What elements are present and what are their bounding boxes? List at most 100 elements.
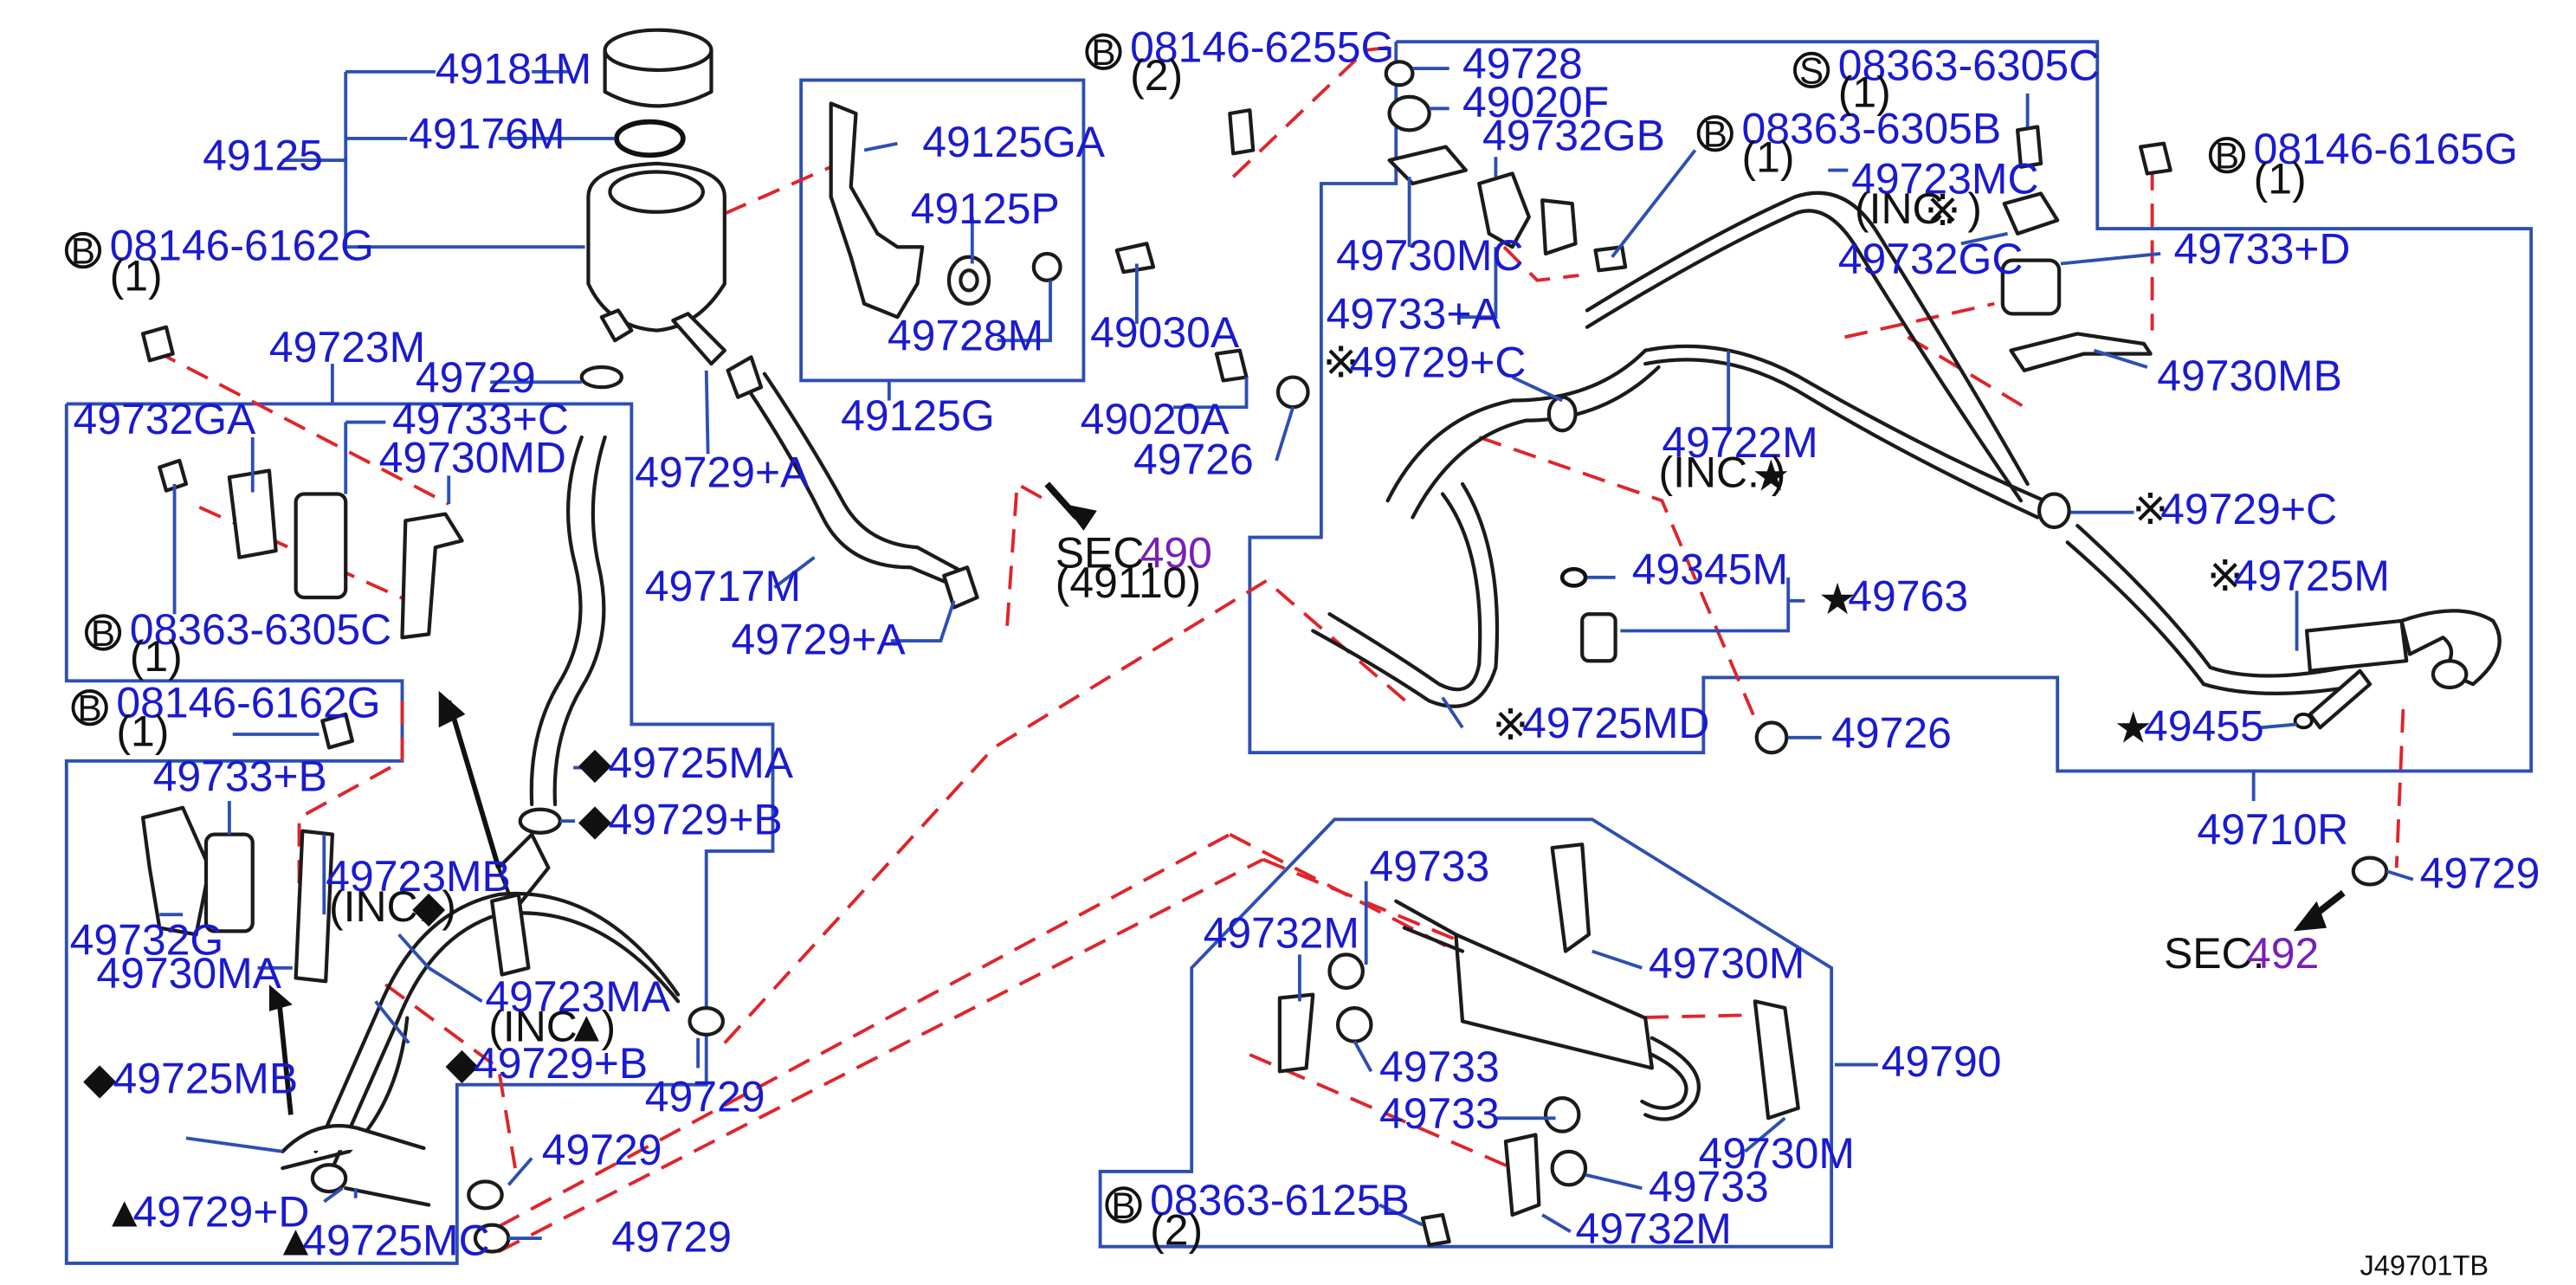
badges: B B B B B S B B	[64, 32, 2246, 1226]
label-49725MC: 49725MC	[302, 1216, 489, 1264]
bushing-49733-b	[1335, 1005, 1373, 1043]
hose-49725M	[2304, 618, 2409, 673]
symbol-diamond-49725MB: ◆	[83, 1054, 117, 1102]
label-49723MC: 49723MC	[1851, 154, 2038, 203]
qty-a: (1)	[110, 251, 163, 300]
pipe-49723MC	[1585, 190, 2030, 487]
label-49732GC: 49732GC	[1838, 235, 2024, 283]
label-49733D: 49733+D	[2174, 224, 2351, 273]
label-08146-6165G: 08146-6165G	[2254, 125, 2518, 173]
label-49723M: 49723M	[269, 323, 425, 371]
label-49733A: 49733+A	[1327, 290, 1501, 339]
symbol-diamond-49729B-a: ◆	[445, 1039, 479, 1088]
label-49732GA: 49732GA	[73, 395, 255, 443]
insulator-49733D	[2000, 258, 2062, 316]
label-49729D: 49729+D	[133, 1187, 310, 1236]
label-49733B: 49733+B	[153, 752, 327, 800]
label-49730M-b: 49730M	[1699, 1129, 1855, 1178]
clip-49732GB	[1477, 171, 1531, 249]
bracket-49125GA	[829, 101, 1156, 320]
inc-star: (INC. )	[1659, 449, 1786, 497]
label-49733-a: 49733	[1370, 843, 1490, 891]
label-49733C: 49733+C	[392, 395, 569, 443]
label-08363-6305C: 08363-6305C	[130, 605, 391, 654]
hose-49725MA	[529, 435, 584, 807]
grommet-49728M	[1031, 251, 1062, 282]
label-49717M: 49717M	[645, 562, 801, 610]
o-ring-49345M	[1559, 566, 1588, 588]
label-49733-b: 49733	[1379, 1043, 1500, 1091]
symbol-diamond-49725MA: ◆	[578, 739, 612, 787]
label-sec-a-sub: (49110)	[1056, 559, 1201, 607]
label-49725MA: 49725MA	[608, 739, 793, 787]
label-49729C-b: 49729+C	[2160, 485, 2337, 533]
label-49730M-a: 49730M	[1649, 939, 1804, 987]
symbol-diamond-inc: ◆	[412, 882, 446, 931]
label-49730MB: 49730MB	[2157, 352, 2342, 400]
clamp-49729-left-1	[467, 1179, 504, 1211]
badge-b-2-text: B	[91, 613, 115, 654]
label-49728M: 49728M	[888, 312, 1043, 360]
bolt-49030A	[1114, 242, 1156, 274]
label-08146-6255G: 08146-6255G	[1130, 23, 1394, 71]
pipe-49722M	[1643, 344, 2046, 503]
label-49725M: 49725M	[2234, 552, 2390, 600]
dashed-links	[153, 45, 2405, 1254]
qty-g: (1)	[2254, 154, 2307, 203]
reservoir-o-ring	[614, 119, 686, 158]
oil-cooler-assembly	[1277, 843, 1800, 1247]
label-49729-e: 49729	[2420, 849, 2540, 897]
label-sec-b-num: 492	[2247, 929, 2319, 978]
bushing-49733-c	[1543, 1096, 1581, 1133]
clip-49732M-a	[1277, 992, 1315, 1074]
symbol-star-inc: ★	[1752, 452, 1791, 500]
label-08146-6162G-b: 08146-6162G	[116, 679, 380, 727]
label-49345M: 49345M	[1632, 545, 1788, 593]
label-49030A: 49030A	[1090, 308, 1240, 357]
symbol-diamond-49729B-b: ◆	[578, 796, 612, 844]
clamp-49729-mid	[688, 1005, 726, 1037]
bushing-49733-d	[1550, 1149, 1588, 1187]
badge-b-3-text: B	[78, 688, 102, 729]
hose-49725MC	[344, 1186, 431, 1207]
bolt-08363-6125B	[1420, 1212, 1451, 1247]
bolt-49020F	[1387, 94, 1431, 132]
label-49733-d: 49733	[1649, 1163, 1769, 1211]
box-hose-49723M	[66, 402, 775, 1009]
label-08363-6305B: 08363-6305B	[1741, 105, 2001, 153]
label-49181M: 49181M	[436, 44, 591, 93]
label-49730MC: 49730MC	[1336, 231, 1523, 280]
badge-b-1-text: B	[71, 230, 95, 271]
badge-s-1	[1792, 51, 1830, 89]
reservoir-assembly	[579, 28, 726, 390]
label-49176M: 49176M	[409, 109, 565, 158]
clamp-49729-D	[310, 1163, 348, 1194]
label-49732GB: 49732GB	[1482, 111, 1665, 159]
label-sec-a: SEC.	[1056, 528, 1156, 577]
label-49729-a: 49729	[416, 353, 536, 402]
bracket-49730MC	[1387, 145, 1468, 186]
box-cooler-49790	[1098, 817, 1834, 1249]
label-49729C-a: 49729+C	[1350, 338, 1527, 386]
badge-b-5	[1696, 114, 1733, 152]
group-boxes	[64, 40, 2534, 1265]
washer-49726-a	[1275, 375, 1310, 410]
inc-kome: (INC. )	[1855, 184, 1982, 233]
clamp-49729-B	[518, 807, 562, 835]
badge-b-3	[71, 688, 108, 726]
label-49726-b: 49726	[1831, 708, 1952, 757]
badge-b-6	[2208, 137, 2246, 174]
clip-49723MC-clamp	[2002, 191, 2060, 236]
symbol-triangle-49729D: ▲	[103, 1187, 145, 1236]
label-sec-b: SEC.	[2164, 929, 2264, 978]
label-49723MA: 49723MA	[485, 972, 670, 1021]
qty-h: (2)	[1150, 1206, 1203, 1255]
box-pipe-49710R	[1248, 40, 2534, 773]
symbol-triangle-49725MC: ▲	[274, 1216, 317, 1264]
label-49455: 49455	[2144, 702, 2264, 751]
arrows	[268, 481, 2346, 1115]
inc-triangle: (INC. )	[488, 1003, 616, 1051]
inc-diamond: (INC. )	[329, 882, 456, 931]
label-49725MB: 49725MB	[113, 1054, 299, 1102]
